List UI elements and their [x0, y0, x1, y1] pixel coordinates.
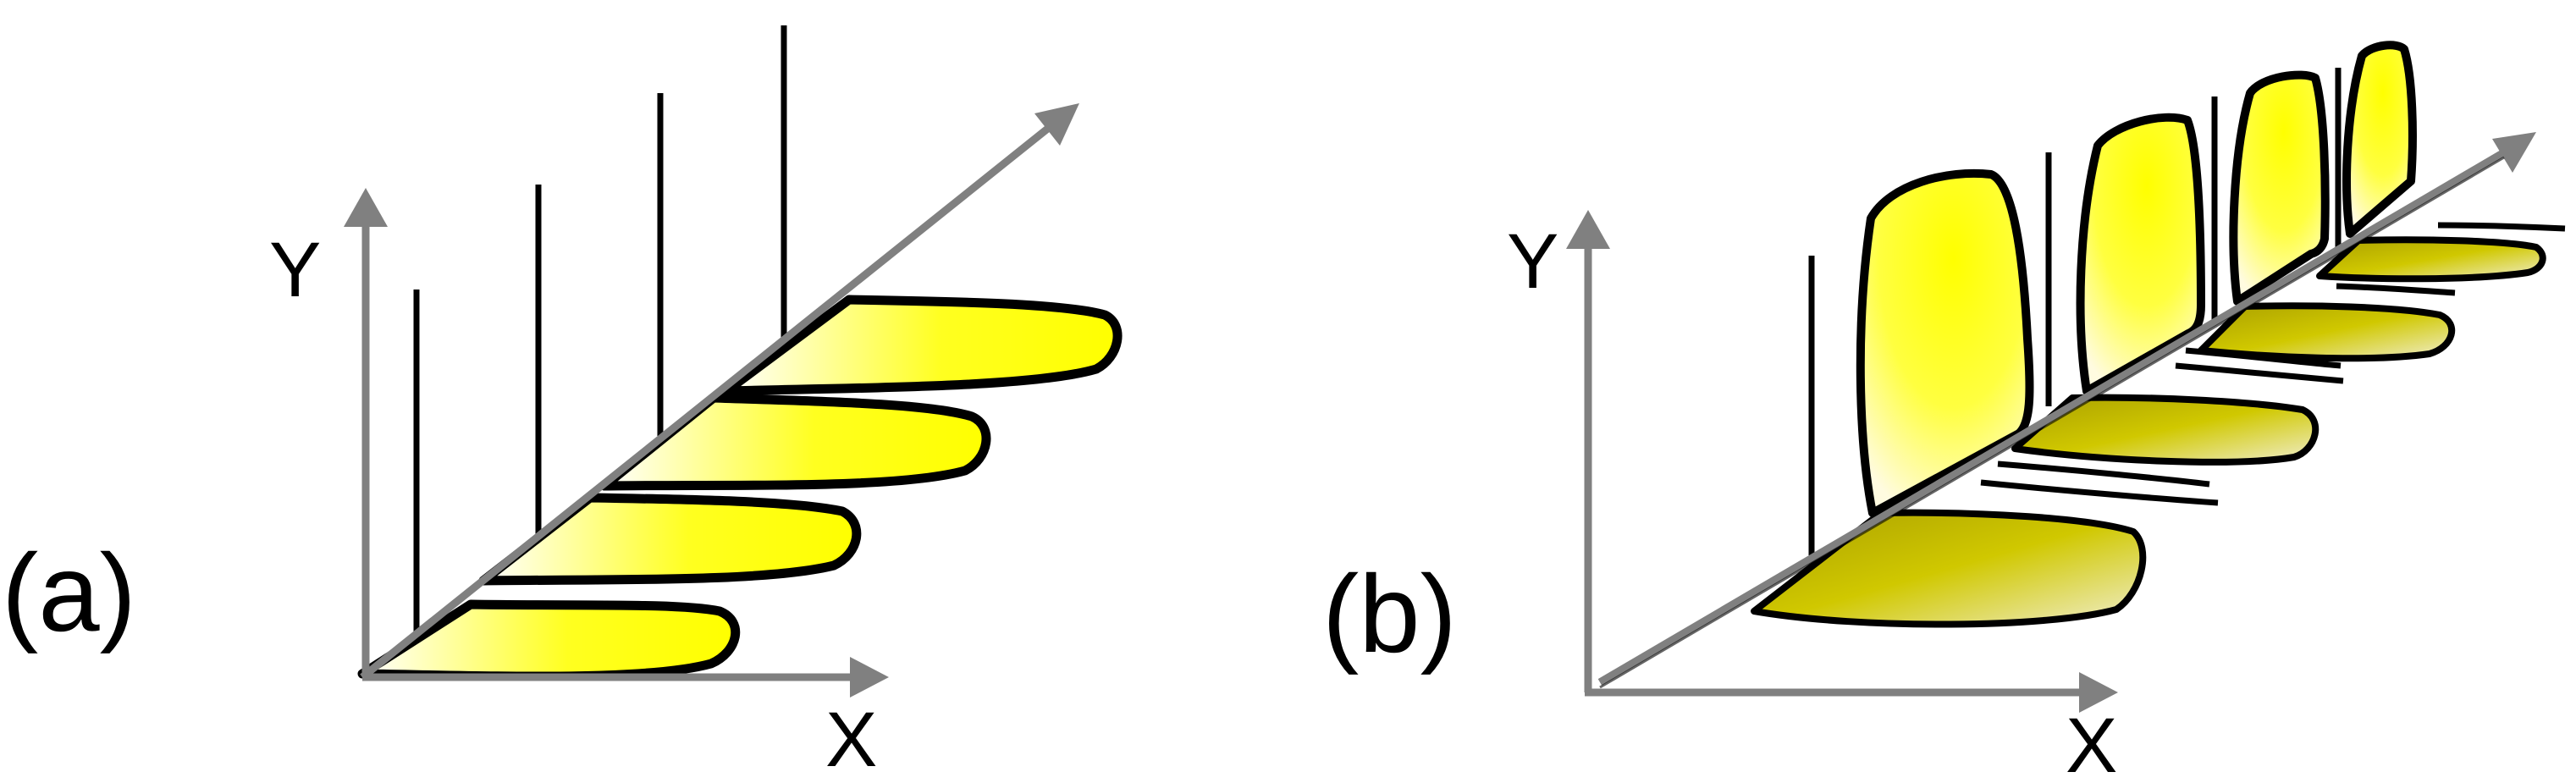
panel-b-shadow-line-1 — [1980, 479, 2219, 506]
panel-a-axes — [344, 103, 1079, 698]
panel-a-lobe-4 — [721, 295, 1123, 396]
panel-a: (a) Y X — [2, 25, 1123, 783]
panel-a-y-arrowhead — [344, 188, 388, 227]
panel-b-x-arrowhead — [2079, 672, 2118, 713]
panel-b-lower-lobe-4 — [2316, 236, 2546, 283]
panel-b: (b) — [1322, 41, 2566, 783]
panel-a-z-axis — [360, 124, 1052, 681]
panel-a-z-arrowhead — [1034, 103, 1079, 146]
panel-b-ticks — [1808, 68, 2566, 555]
panel-b-lower-lobe-3 — [2198, 302, 2456, 362]
panel-b-axes — [1566, 132, 2536, 713]
panel-b-y-label: Y — [1507, 218, 1558, 305]
panel-a-vertical-ticks — [413, 25, 787, 645]
panel-b-z-arrowhead — [2492, 132, 2536, 173]
panel-b-shadow-line-3 — [2175, 362, 2344, 384]
panel-a-lobe-2 — [478, 493, 862, 586]
panel-b-x-label: X — [2066, 703, 2117, 783]
panel-b-shadow-line-2 — [1997, 460, 2210, 488]
panel-b-shadow-line-5 — [2336, 283, 2456, 296]
panel-b-shadow-line-6 — [2437, 222, 2566, 232]
panel-b-upright-lobes — [1856, 41, 2417, 517]
panel-a-x-label: X — [825, 697, 877, 783]
panel-b-label: (b) — [1322, 552, 1457, 675]
panel-b-y-arrowhead — [1566, 210, 1610, 249]
panel-b-z-axis — [1597, 149, 2507, 686]
panel-b-upright-lobe-3 — [2229, 70, 2330, 306]
panel-b-upright-lobe-4 — [2342, 41, 2417, 238]
panel-a-x-arrowhead — [850, 657, 889, 698]
panel-a-lobe-3 — [599, 393, 991, 491]
panel-a-label: (a) — [2, 531, 136, 654]
panel-a-y-label: Y — [269, 227, 321, 313]
panel-b-upright-lobe-1 — [1856, 168, 2034, 517]
panel-b-upright-lobe-2 — [2076, 113, 2205, 395]
panel-b-z-axis-shadow — [1599, 156, 2505, 689]
panel-b-lower-lobe-2 — [2011, 394, 2320, 466]
panel-a-lobes — [357, 295, 1123, 681]
